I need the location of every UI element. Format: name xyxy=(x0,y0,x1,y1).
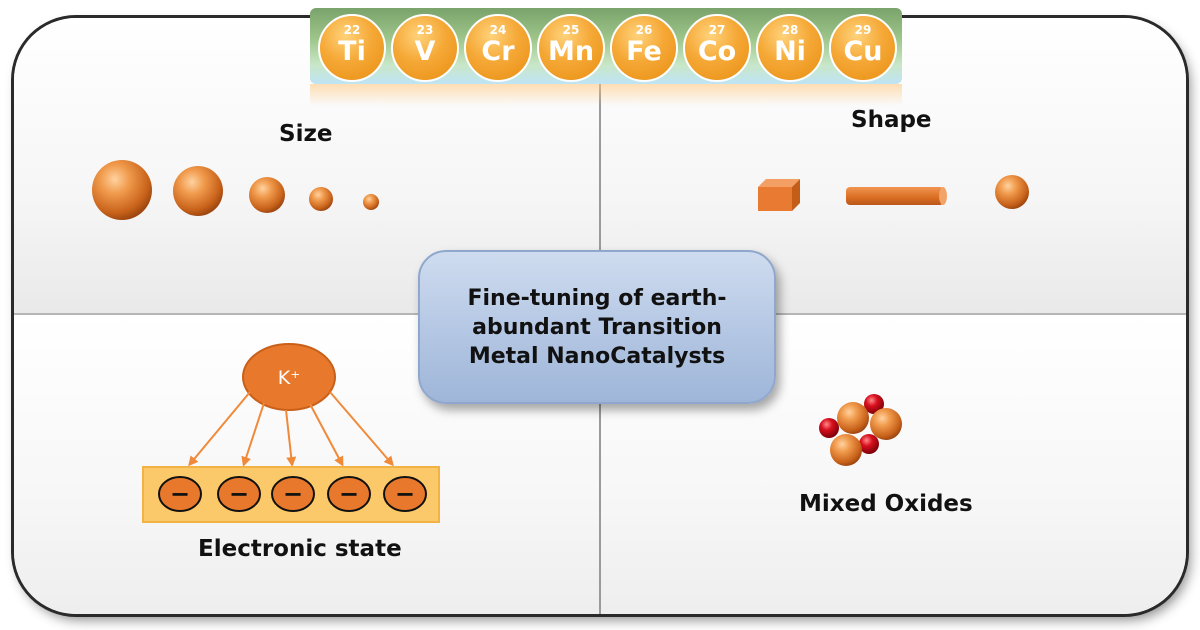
arrow-2 xyxy=(241,402,265,467)
electron-charges xyxy=(158,476,427,512)
arrow-3 xyxy=(285,409,297,467)
element-symbol: Ni xyxy=(774,36,806,67)
charge-sign-2: − xyxy=(229,480,249,508)
rod-shape xyxy=(846,187,947,205)
central-concept-box: Fine-tuning of earth- abundant Transitio… xyxy=(418,250,776,404)
atomic-number: 28 xyxy=(781,23,799,37)
nanoparticle-s xyxy=(309,187,333,211)
cube-shape xyxy=(758,179,800,211)
electron-1 xyxy=(158,476,202,512)
sphere-shape xyxy=(995,175,1029,209)
central-text-line-3: Metal NanoCatalysts xyxy=(468,343,726,369)
nanoparticle-l xyxy=(173,166,223,216)
charge-sign-4: − xyxy=(339,480,359,508)
central-concept-text: Fine-tuning of earth- abundant Transitio… xyxy=(457,284,736,371)
electronic-state-label: Electronic state xyxy=(198,536,402,562)
atomic-number: 23 xyxy=(416,23,434,37)
banner-reflection xyxy=(310,84,902,106)
element-symbol: Fe xyxy=(626,36,662,67)
central-text-line-1: Fine-tuning of earth- xyxy=(467,285,727,311)
atomic-number: 27 xyxy=(708,23,726,37)
element-symbol: Co xyxy=(697,36,737,67)
copper-atom-1 xyxy=(837,402,869,434)
oxygen-atom-1 xyxy=(864,394,884,414)
element-symbol: Mn xyxy=(547,36,595,67)
shape-examples xyxy=(758,175,1029,211)
nanoparticle-xs xyxy=(363,194,379,210)
potassium-ion-label: K⁺ xyxy=(278,367,301,389)
mixed-oxides-label: Mixed Oxides xyxy=(799,491,973,517)
element-symbol: Ti xyxy=(338,36,366,67)
element-symbol: Cr xyxy=(481,36,515,67)
copper-atom-2 xyxy=(870,408,902,440)
shape-label: Shape xyxy=(851,107,932,133)
arrow-5 xyxy=(329,391,394,467)
arrow-4 xyxy=(309,403,344,467)
element-symbol: Cu xyxy=(843,36,883,67)
electron-2 xyxy=(217,476,261,512)
mixed-oxide-cluster xyxy=(819,394,902,466)
arrow-1 xyxy=(188,391,251,467)
atomic-number: 25 xyxy=(562,23,580,37)
electron-3 xyxy=(271,476,315,512)
charge-sign-5: − xyxy=(395,480,415,508)
nanoparticle-xl xyxy=(92,160,152,220)
charge-sign-1: − xyxy=(170,480,190,508)
charge-sign-3: − xyxy=(283,480,303,508)
electron-5 xyxy=(383,476,427,512)
atomic-number: 22 xyxy=(343,23,361,37)
atomic-number: 26 xyxy=(635,23,653,37)
size-label: Size xyxy=(279,121,333,147)
atomic-number: 24 xyxy=(489,23,507,37)
donation-arrows xyxy=(188,391,394,467)
oxygen-atom-2 xyxy=(819,418,839,438)
nanoparticle-m xyxy=(249,177,285,213)
element-symbol: V xyxy=(414,36,436,67)
central-text-line-2: abundant Transition xyxy=(472,314,722,340)
copper-atom-3 xyxy=(830,434,862,466)
size-spheres xyxy=(92,160,379,220)
electron-4 xyxy=(327,476,371,512)
oxygen-atom-3 xyxy=(859,434,879,454)
atomic-number: 29 xyxy=(854,23,872,37)
potassium-ion xyxy=(242,343,336,411)
electronic-state-diagram: − − − − − K⁺ xyxy=(142,343,440,523)
